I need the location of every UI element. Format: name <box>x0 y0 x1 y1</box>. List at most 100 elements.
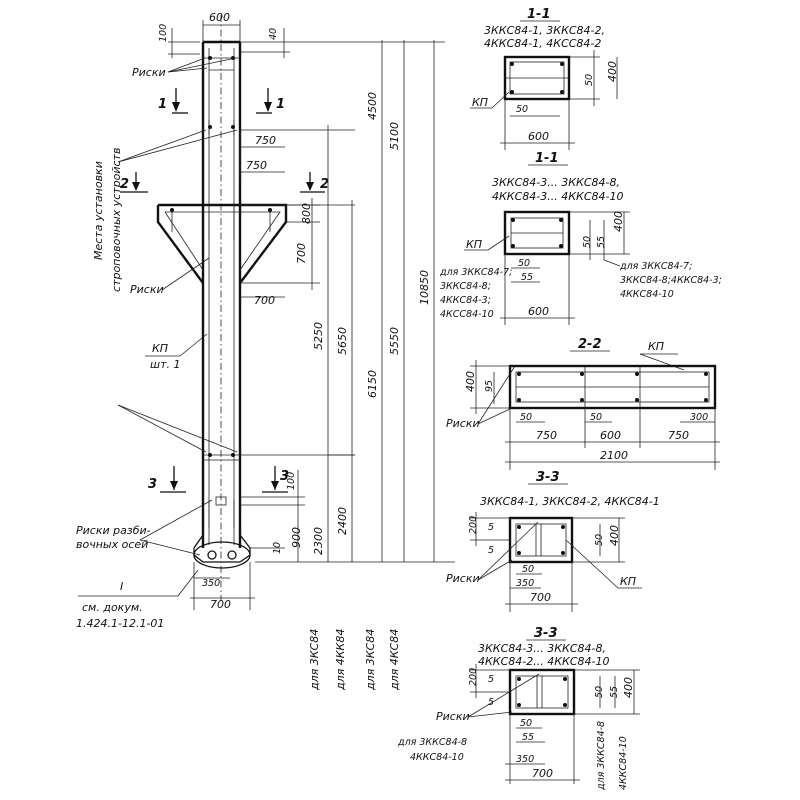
sec-2-2-400: 400 <box>464 371 477 392</box>
sec-3-3-a-700: 700 <box>530 591 551 604</box>
sec-1-1-b-line2: 4ККС84-3... 4ККС84-10 <box>492 190 624 203</box>
dim-750-pair: 750 750 <box>239 128 285 178</box>
detail-I: I <box>120 580 123 593</box>
dim-900: 900 <box>290 527 303 548</box>
dim-800: 800 <box>300 203 313 224</box>
sec-1-1-a-title: 1-1 <box>527 7 551 22</box>
sec-3-3-a-5b: 5 <box>488 545 494 556</box>
sec-2-2-title: 2-2 <box>578 337 602 352</box>
for-label-1: для 3КС84 <box>308 629 321 691</box>
sec-3-3-b-50v: 50 <box>594 686 605 698</box>
sec-3-3-b-riski: Риски <box>436 710 470 723</box>
sec-2-2-50b: 50 <box>590 412 602 423</box>
for-label-2: для 4КК84 <box>334 629 347 691</box>
dim-750-a: 750 <box>255 134 276 147</box>
sec-2-2-2100: 2100 <box>600 449 628 462</box>
for-labels: для 3КС84 для 4КК84 для 3КС84 для 4КС84 <box>308 629 401 691</box>
sec-1-1-b-55: 55 <box>521 272 533 283</box>
sec-3-3-b-400: 400 <box>622 677 635 698</box>
sec-1-1-b-right-1: 3ККС84-8;4ККС84-3; <box>620 275 722 286</box>
section-3-3-b: 3-3 3ККС84-3... 3ККС84-8, 4ККС84-2... 4К… <box>397 626 640 791</box>
riski-axes-line-2: вочных осей <box>76 538 148 551</box>
sec-1-1-b-line1: 3ККС84-3... 3ККС84-8, <box>492 176 620 189</box>
sec-3-3-b-55v: 55 <box>609 686 620 698</box>
kp-callout: КП шт. 1 <box>145 333 208 371</box>
section-1-1-b: 1-1 3ККС84-3... 3ККС84-8, 4ККС84-3... 4К… <box>439 151 722 325</box>
section-1-right: 1 <box>276 97 285 112</box>
section-3-left: 3 <box>148 477 157 492</box>
dim-100-bottom: 100 <box>286 472 297 490</box>
sec-2-2-kp: КП <box>648 340 664 353</box>
sec-3-3-b-note-right-2: 4ККС84-10 <box>618 736 629 790</box>
detail-ref: I см. докум. 1.424.1-12.1-01 <box>76 569 199 630</box>
sec-1-1-b-left-2: 4ККС84-3; <box>440 295 491 306</box>
dim-5550: 5550 <box>388 327 401 355</box>
riski-mid-label: Риски <box>130 283 164 296</box>
sec-2-2-300: 300 <box>690 412 708 423</box>
sec-3-3-b-50: 50 <box>520 718 532 729</box>
for-label-3: для 3КС84 <box>364 629 377 691</box>
dim-100-top: 100 <box>158 24 169 42</box>
section-3-3-a: 3-3 3ККС84-1, 3ККС84-2, 4ККС84-1 200 5 5… <box>446 470 660 612</box>
riski-axes-line-1: Риски разби- <box>76 524 151 537</box>
section-3-marker: 3 3 <box>148 466 289 493</box>
sec-2-2-750b: 750 <box>668 429 689 442</box>
sec-1-1-b-right-0: для 3ККС84-7; <box>619 261 692 272</box>
dim-5250: 5250 <box>312 322 325 350</box>
dim-600-top: 600 <box>209 11 230 24</box>
dim-700-base: 700 <box>210 598 231 611</box>
riski-top-label: Риски <box>132 66 166 79</box>
sec-2-2-750a: 750 <box>536 429 557 442</box>
dims-base: 350 700 <box>190 562 255 611</box>
dim-2400: 2400 <box>336 507 349 535</box>
sec-3-3-a-200: 200 <box>468 516 479 534</box>
sec-1-1-a-50h: 50 <box>516 104 528 115</box>
sec-3-3-a-5a: 5 <box>488 522 494 533</box>
section-1-marker: 1 1 <box>158 88 285 114</box>
sec-3-3-b-350: 350 <box>516 754 534 765</box>
vertical-dims: 5250 5650 6150 5550 4500 5100 10850 2300… <box>240 40 455 563</box>
sec-3-3-b-note-right-1: для 3ККС84-8 <box>596 721 607 791</box>
dim-4500: 4500 <box>366 92 379 120</box>
sec-3-3-a-riski: Риски <box>446 572 480 585</box>
dim-top-small: 100 40 <box>158 24 290 58</box>
sht-label: шт. 1 <box>150 358 180 371</box>
mounting-line-1: Места установки <box>92 161 105 260</box>
dim-2300: 2300 <box>312 527 325 555</box>
sec-1-1-b-left-1: 3ККС84-8; <box>440 281 491 292</box>
sec-1-1-b-50: 50 <box>518 258 530 269</box>
sec-3-3-b-55: 55 <box>522 732 534 743</box>
sec-3-3-a-line1: 3ККС84-1, 3ККС84-2, 4ККС84-1 <box>480 495 660 508</box>
riski-mid-callout: Риски <box>130 257 210 296</box>
dim-700-lower: 700 <box>254 294 275 307</box>
sec-3-3-b-note-left-2: 4ККС84-10 <box>410 752 464 763</box>
sec-2-2-600: 600 <box>600 429 621 442</box>
sec-1-1-b-55v: 55 <box>596 236 607 248</box>
mounting-line-2: строповочных устройств <box>110 148 123 292</box>
sec-1-1-a-line2: 4ККС84-1, 4КСС84-2 <box>484 37 601 50</box>
doc-line-1: см. докум. <box>82 601 143 614</box>
sec-1-1-a-50v: 50 <box>584 74 595 86</box>
sec-3-3-b-title: 3-3 <box>534 626 558 641</box>
sec-1-1-a-400: 400 <box>606 61 619 82</box>
sec-1-1-b-right-2: 4ККС84-10 <box>620 289 674 300</box>
column-elevation <box>156 15 288 600</box>
sec-1-1-b-left-3: 4КСС84-10 <box>440 309 494 320</box>
sec-3-3-a-50v: 50 <box>594 534 605 546</box>
sec-3-3-b-5b: 5 <box>488 697 494 708</box>
dim-350: 350 <box>202 578 220 589</box>
sec-3-3-b-note-left-1: для 3ККС84-8 <box>397 737 467 748</box>
sec-3-3-a-kp: КП <box>620 575 636 588</box>
riski-axes-callout: Риски разби- вочных осей <box>76 499 213 556</box>
sec-2-2-50a: 50 <box>520 412 532 423</box>
section-2-right: 2 <box>320 177 329 192</box>
sec-3-3-a-400: 400 <box>608 525 621 546</box>
sec-3-3-a-title: 3-3 <box>536 470 560 485</box>
sec-3-3-a-50: 50 <box>522 564 534 575</box>
dim-5100: 5100 <box>388 122 401 150</box>
sec-3-3-b-700: 700 <box>532 767 553 780</box>
dim-40-top: 40 <box>268 28 279 40</box>
sec-2-2-95: 95 <box>484 380 495 392</box>
